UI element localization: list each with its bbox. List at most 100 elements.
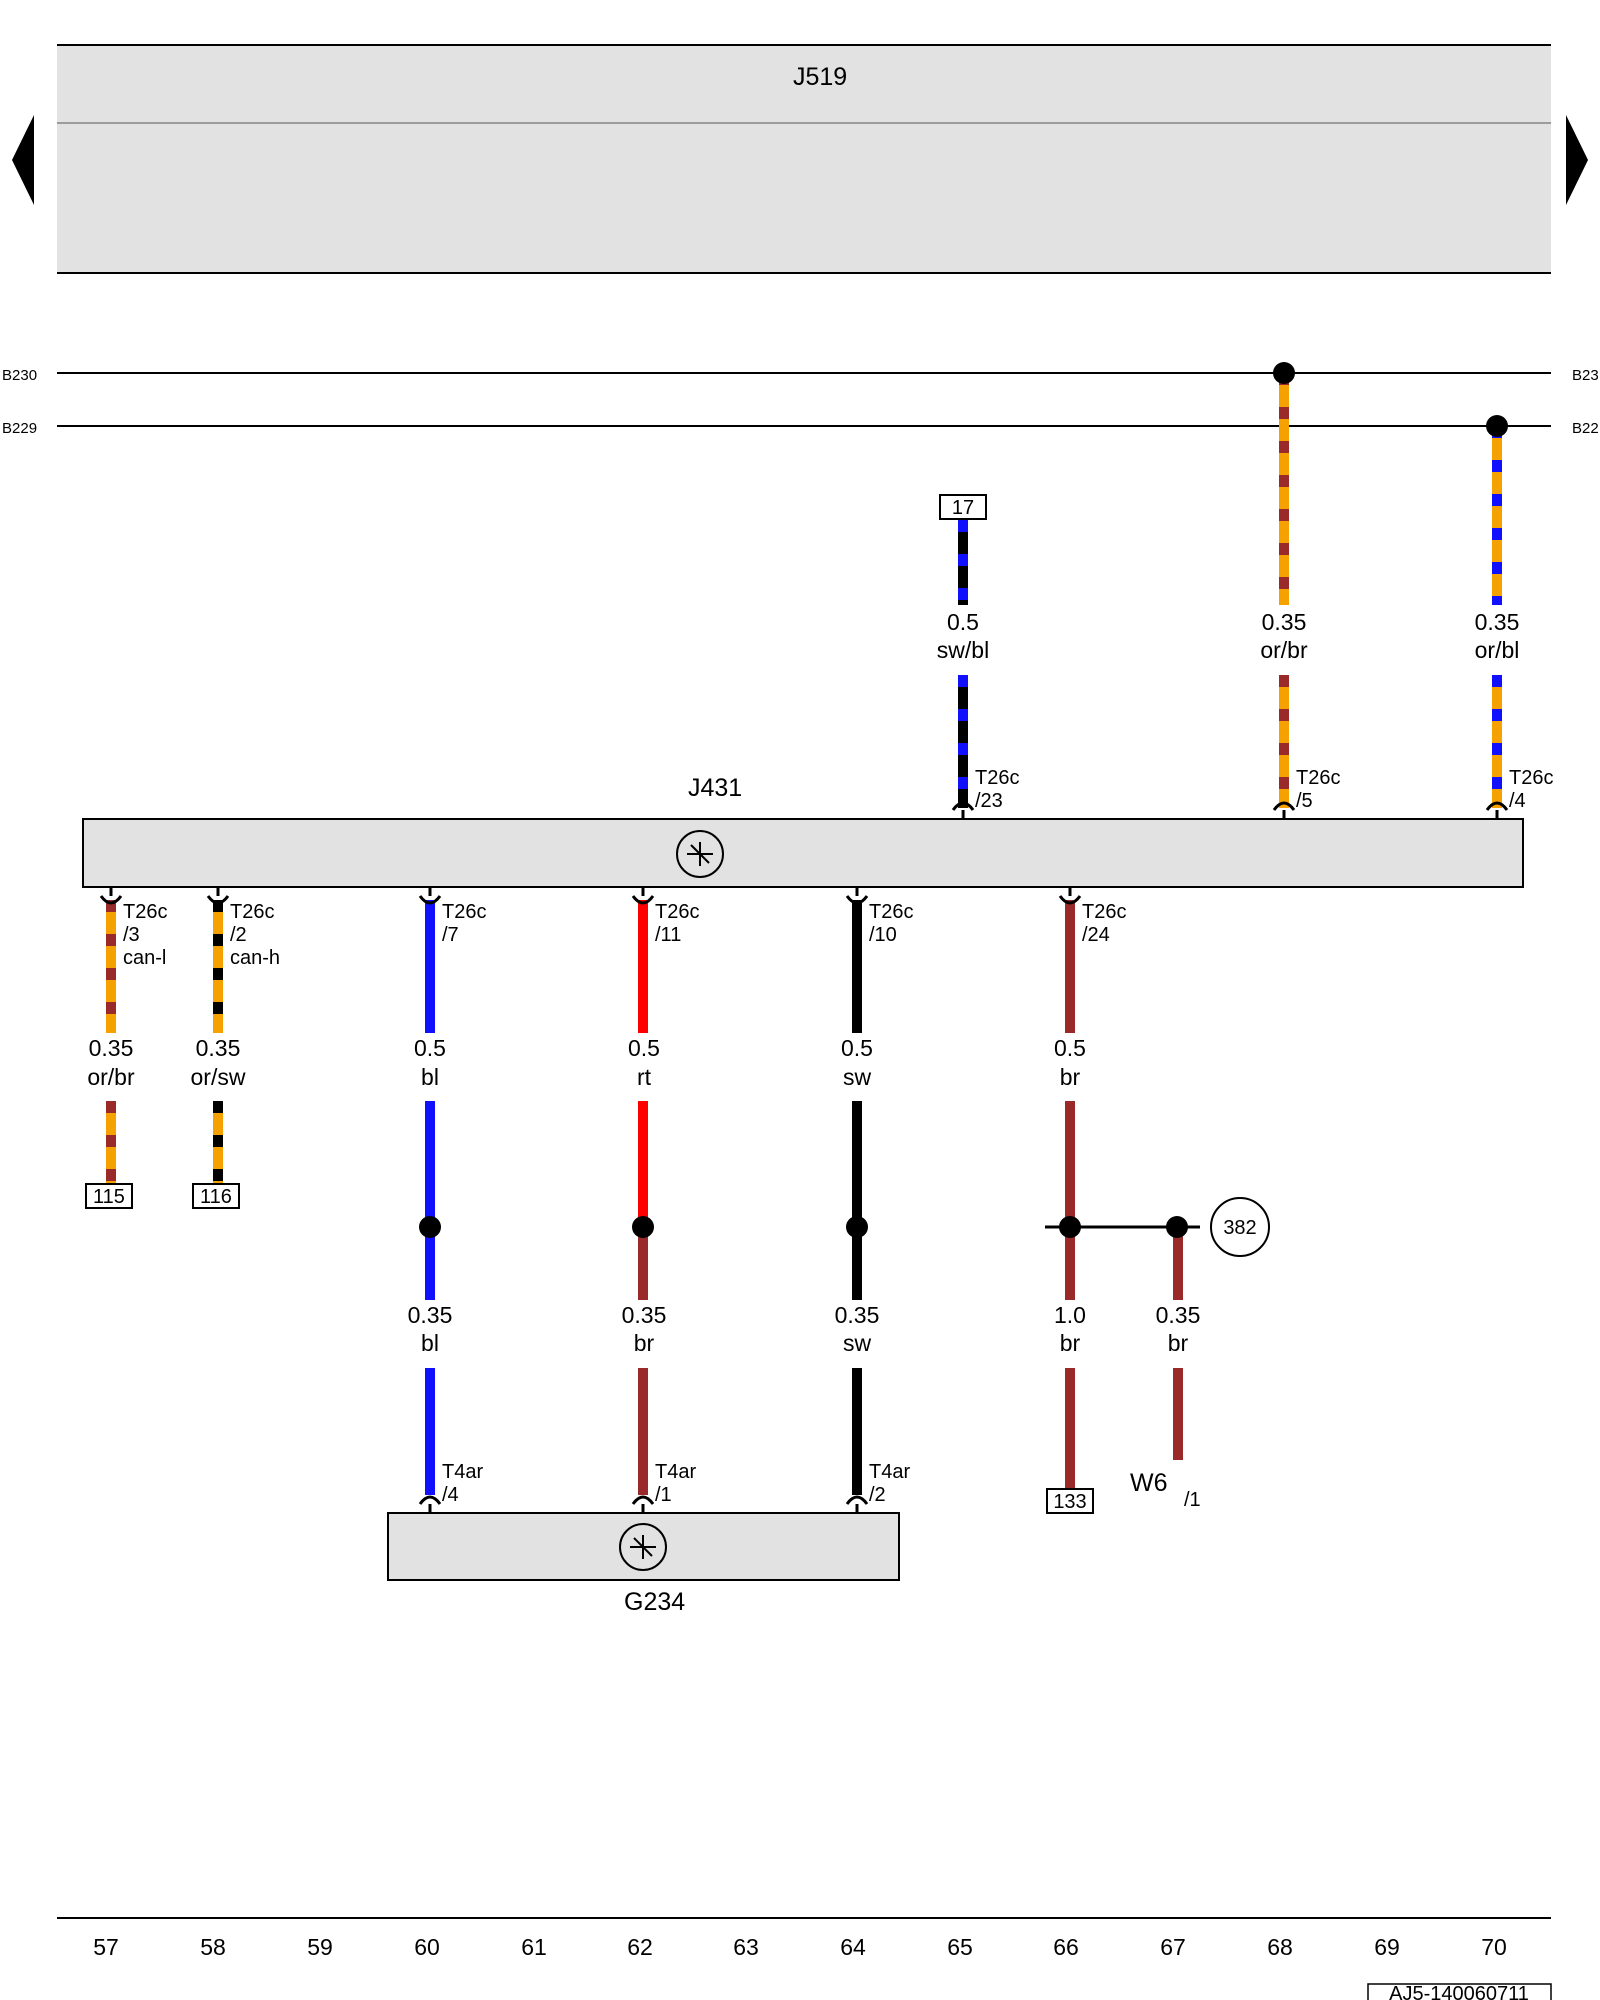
wire-size2-col60: 0.35: [408, 1302, 453, 1328]
bus-lines: B230 B229 B23 B22: [2, 367, 1599, 437]
pin-col64: /10: [869, 924, 897, 946]
g234-label: G234: [624, 1588, 685, 1616]
connector-pin-icon: [631, 1495, 655, 1513]
wire-col66-b: [1065, 1101, 1075, 1300]
connector-pin-icon: [418, 1495, 442, 1513]
conn2-col62: T4ar: [655, 1461, 696, 1483]
wire-col62-b: [638, 1101, 648, 1227]
connector-labels: T26c /23 T26c /5 T26c /4 T26c /3 can-l T…: [123, 767, 1553, 1506]
wire-labels: 0.5 sw/bl 0.35 or/br 0.35 or/bl 0.35 or/…: [87, 609, 1519, 1356]
connector-pin-icon: [1058, 887, 1082, 905]
wire-col58-bottom: [213, 1101, 223, 1184]
pin2-col64: /2: [869, 1484, 886, 1506]
wire-size-col65: 0.5: [947, 609, 979, 635]
wire-col65-bottom: [958, 675, 968, 808]
wire-col67-a: [1173, 1227, 1183, 1300]
column-number: 66: [1053, 1934, 1079, 1960]
wire-size-col57: 0.35: [89, 1035, 134, 1061]
wire-col57-top: [106, 900, 116, 1033]
wire-size-col60: 0.5: [414, 1035, 446, 1061]
wire-segments: [106, 373, 1502, 1495]
wire-col70-top: [1492, 426, 1502, 605]
ref-17[interactable]: 17: [952, 497, 974, 519]
j431-symbol-icon: [676, 830, 724, 878]
connector-symbols: [99, 801, 1509, 1513]
column-number: 58: [200, 1934, 226, 1960]
ref-116[interactable]: 116: [200, 1186, 232, 1208]
wire-col57-bottom: [106, 1101, 116, 1184]
ref-382[interactable]: 382: [1223, 1217, 1256, 1239]
wire-col62-d: [638, 1368, 648, 1495]
wire-color-col62: rt: [637, 1064, 652, 1090]
bus-b230-right-label: B23: [1572, 367, 1599, 384]
column-number: 67: [1160, 1934, 1186, 1960]
wire-size-col68: 0.35: [1262, 609, 1307, 635]
wire-col65-top: [958, 520, 968, 605]
bus-b230-label: B230: [2, 367, 37, 384]
wire-color-col65: sw/bl: [937, 637, 989, 663]
wire-col68-top: [1279, 373, 1289, 605]
component-j431: J431: [82, 774, 1524, 888]
pin-col58: /2: [230, 924, 247, 946]
prev-page-arrow-icon[interactable]: [12, 115, 34, 205]
wire-color-col68: or/br: [1260, 637, 1308, 663]
wire-color2-col60: bl: [421, 1330, 439, 1356]
column-number: 59: [307, 1934, 333, 1960]
column-number: 64: [840, 1934, 866, 1960]
ref-115[interactable]: 115: [93, 1186, 125, 1208]
conn-col70: T26c: [1509, 767, 1553, 789]
j519-label: J519: [793, 63, 847, 91]
wire-size-col70: 0.35: [1475, 609, 1520, 635]
conn2-col60: T4ar: [442, 1461, 483, 1483]
sig-col57: can-l: [123, 947, 166, 969]
wire-color-col70: or/bl: [1475, 637, 1520, 663]
component-g234: G234: [387, 1512, 900, 1616]
connector-pin-icon: [845, 887, 869, 905]
connector-pin-icon: [99, 887, 123, 905]
column-number: 70: [1481, 1934, 1507, 1960]
ref-133[interactable]: 133: [1053, 1491, 1086, 1513]
ground-ref-circle: [1210, 1197, 1270, 1257]
wire-size-col66: 0.5: [1054, 1035, 1086, 1061]
wire-col64-b: [852, 1101, 862, 1300]
wire-color2-col67: br: [1168, 1330, 1189, 1356]
pin-col62: /11: [655, 924, 681, 946]
pin-col60: /7: [442, 924, 459, 946]
conn-col62: T26c: [655, 901, 699, 923]
conn-col60: T26c: [442, 901, 486, 923]
wire-size-col64: 0.5: [841, 1035, 873, 1061]
wire-col66-a: [1065, 900, 1075, 1033]
w6-label: W6: [1130, 1469, 1168, 1497]
bus-b229-right-label: B22: [1572, 420, 1599, 437]
wire-col60-a: [425, 900, 435, 1033]
sig-col58: can-h: [230, 947, 280, 969]
j431-label: J431: [688, 774, 742, 802]
wire-col64-a: [852, 900, 862, 1033]
column-number: 63: [733, 1934, 759, 1960]
reference-boxes: 17 115 116 133 382: [85, 494, 1270, 1514]
wire-color-col60: bl: [421, 1064, 439, 1090]
splice-dot-col62: [632, 1216, 654, 1238]
pin-col70: /4: [1509, 790, 1526, 812]
wire-col62-a: [638, 900, 648, 1033]
wire-col60-b: [425, 1101, 435, 1300]
conn-col57: T26c: [123, 901, 167, 923]
connector-pin-icon: [1485, 801, 1509, 819]
g234-symbol-icon: [619, 1523, 667, 1571]
pin-col65: /23: [975, 790, 1003, 812]
column-number: 61: [521, 1934, 547, 1960]
pin-col68: /5: [1296, 790, 1313, 812]
wire-size-col58: 0.35: [196, 1035, 241, 1061]
column-number: 65: [947, 1934, 973, 1960]
w6-pin-label: /1: [1184, 1489, 1201, 1511]
column-number: 57: [93, 1934, 119, 1960]
wire-col70-bottom: [1492, 675, 1502, 808]
connector-pin-icon: [631, 887, 655, 905]
conn-col58: T26c: [230, 901, 274, 923]
wire-size2-col67: 0.35: [1156, 1302, 1201, 1328]
next-page-arrow-icon[interactable]: [1566, 115, 1588, 205]
pin-col66: /24: [1082, 924, 1110, 946]
wire-col64-c: [852, 1368, 862, 1495]
bus-b229-label: B229: [2, 420, 37, 437]
